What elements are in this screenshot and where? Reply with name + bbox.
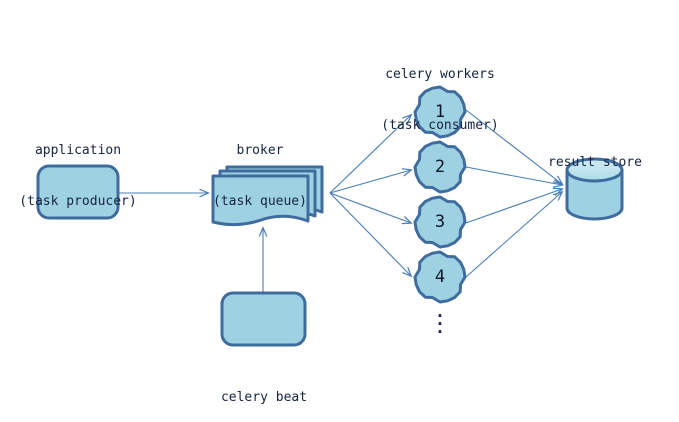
label-celery-workers-line1: celery workers <box>385 67 495 82</box>
node-worker-1-shape[interactable] <box>413 85 467 139</box>
label-celery-workers: celery workers (task consumer) <box>352 32 528 168</box>
cylinder-top <box>565 157 624 183</box>
edge-broker-to-worker-3 <box>329 192 411 223</box>
node-worker-4-shape[interactable] <box>413 250 467 304</box>
label-application-line1: application <box>34 143 122 158</box>
node-broker-shape[interactable] <box>211 165 324 227</box>
worker-1-number: 1 <box>434 102 446 122</box>
worker-4-number: 4 <box>434 267 446 287</box>
edge-worker-1-to-result-store <box>465 109 562 184</box>
label-application: application (task producer) <box>8 108 148 244</box>
node-worker-3-shape[interactable] <box>413 195 467 249</box>
worker-3-number: 3 <box>434 212 446 232</box>
edge-worker-2-to-result-store <box>465 166 562 185</box>
label-celery-workers-line2: (task consumer) <box>381 118 499 133</box>
edge-broker-to-worker-2 <box>329 170 411 194</box>
cylinder-body <box>565 168 624 221</box>
label-result-store: result store <box>528 120 662 205</box>
edge-broker-to-worker-4 <box>329 192 411 276</box>
label-broker-line1: broker <box>236 143 284 158</box>
node-result-store-shape[interactable] <box>565 157 624 221</box>
label-broker-line2: (task queue) <box>213 194 307 209</box>
label-celery-beat-line1: celery beat <box>220 390 308 405</box>
label-celery-beat: celery beat (task scheduler) <box>192 355 336 422</box>
edge-worker-4-to-result-store <box>465 192 562 278</box>
node-worker-2-shape[interactable] <box>413 140 467 194</box>
broker-sheet-front <box>211 174 310 227</box>
node-celery-beat-shape[interactable] <box>220 291 307 347</box>
worker-2-number: 2 <box>434 157 446 177</box>
label-application-line2: (task producer) <box>19 194 137 209</box>
label-result-store-line1: result store <box>548 155 642 170</box>
edge-group <box>118 109 562 293</box>
worker-shape-group <box>413 85 467 304</box>
label-broker: broker (task queue) <box>196 108 324 244</box>
workers-more-ellipsis-icon: ... <box>435 302 445 337</box>
node-application-shape[interactable] <box>36 164 120 220</box>
edge-broker-to-worker-1 <box>329 115 411 194</box>
edge-worker-3-to-result-store <box>465 189 562 224</box>
